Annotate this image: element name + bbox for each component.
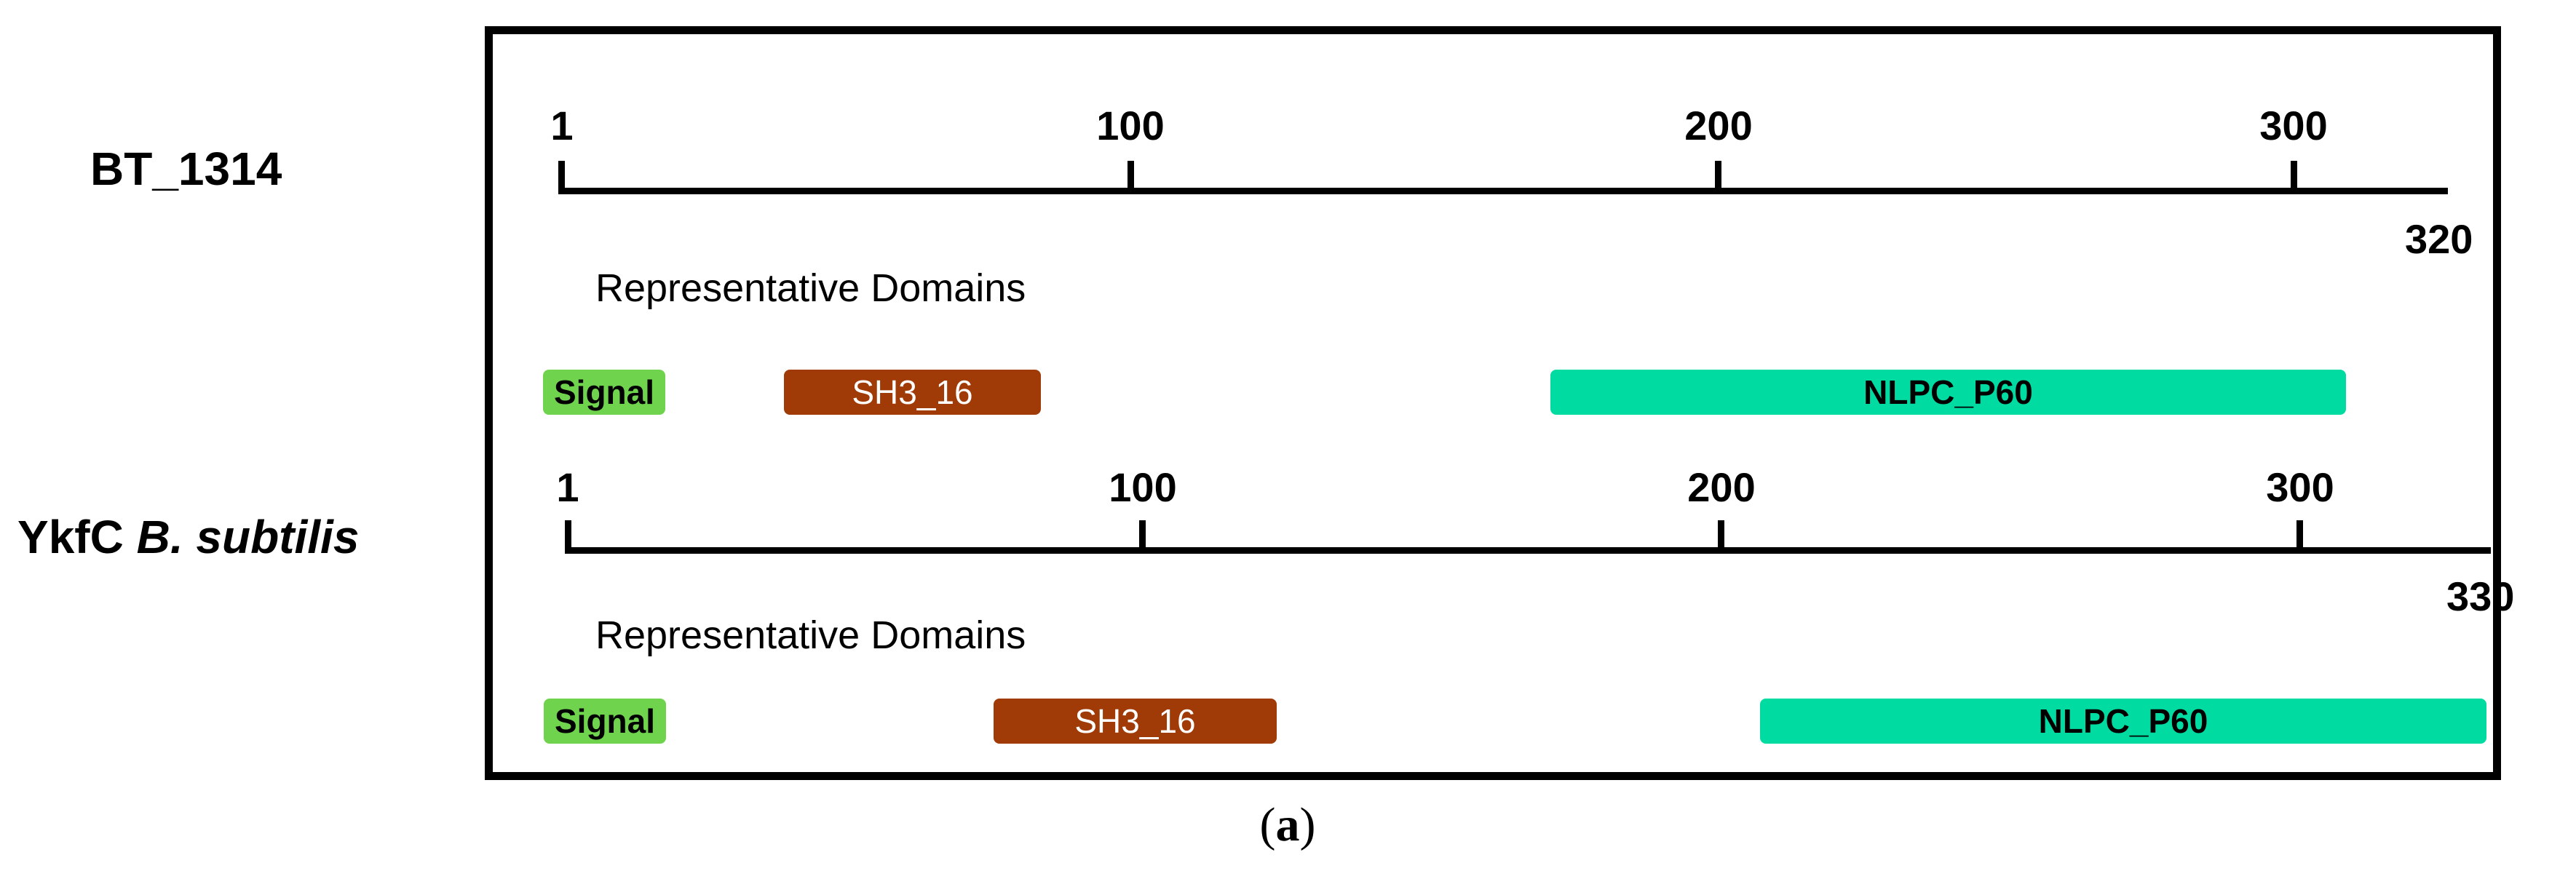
domain-label: NLPC_P60 xyxy=(2038,702,2208,740)
tick-label-300: 300 xyxy=(2259,103,2328,148)
tick-label-200: 200 xyxy=(1684,103,1753,148)
protein-name-bt1314: BT_1314 xyxy=(90,142,282,196)
domains-heading: Representative Domains xyxy=(595,613,1026,657)
domain-label: SH3_16 xyxy=(852,373,973,411)
tick-200 xyxy=(1718,520,1724,554)
tick-label-300: 300 xyxy=(2266,464,2334,510)
domain-label: SH3_16 xyxy=(1074,702,1196,740)
tick-300 xyxy=(2291,161,2297,194)
sequence-length-label: 320 xyxy=(2405,216,2473,262)
tick-200 xyxy=(1715,161,1721,194)
tick-label-200: 200 xyxy=(1687,464,1756,510)
domain-sh3-16: SH3_16 xyxy=(784,370,1041,415)
tick-100 xyxy=(1128,161,1134,194)
tick-label-1: 1 xyxy=(556,464,579,510)
domain-nlpc-p60: NLPC_P60 xyxy=(1760,699,2486,744)
tick-300 xyxy=(2296,520,2303,554)
domain-nlpc-p60: NLPC_P60 xyxy=(1550,370,2346,415)
tick-label-1: 1 xyxy=(550,103,574,148)
tick-100 xyxy=(1139,520,1146,554)
domain-signal: Signal xyxy=(544,699,666,744)
figure-caption: (a) xyxy=(1260,798,1316,853)
tick-label-100: 100 xyxy=(1096,103,1165,148)
caption-letter: a xyxy=(1275,798,1300,851)
protein-name-text: YkfC xyxy=(17,511,124,563)
domain-signal: Signal xyxy=(543,370,665,415)
protein-name-ykfc: YkfC B. subtilis xyxy=(17,510,359,564)
domain-sh3-16: SH3_16 xyxy=(994,699,1277,744)
sequence-axis-bt1314 xyxy=(558,188,2448,194)
domain-label: Signal xyxy=(553,373,655,411)
caption-close: ) xyxy=(1299,798,1316,851)
sequence-length-label: 330 xyxy=(2446,573,2515,619)
domain-label: Signal xyxy=(554,702,656,740)
caption-open: ( xyxy=(1259,798,1276,851)
protein-name-text: BT_1314 xyxy=(90,143,282,195)
domain-label: NLPC_P60 xyxy=(1863,373,2033,411)
sequence-axis-ykfc xyxy=(565,547,2491,554)
tick-label-100: 100 xyxy=(1109,464,1177,510)
tick-1 xyxy=(558,161,565,194)
tick-1 xyxy=(565,520,571,554)
diagram-frame xyxy=(485,26,2501,780)
organism-name: B. subtilis xyxy=(136,511,360,563)
domains-heading: Representative Domains xyxy=(595,266,1026,310)
